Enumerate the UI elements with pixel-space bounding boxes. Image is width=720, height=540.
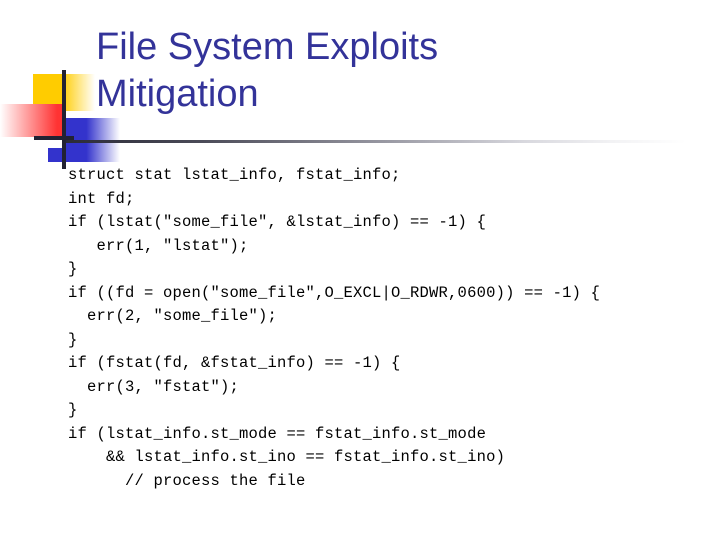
horizontal-crossbar-icon: [34, 136, 74, 140]
title-divider-rule: [66, 140, 686, 143]
blue-square-foot-icon: [48, 148, 74, 162]
code-block: struct stat lstat_info, fstat_info; int …: [68, 166, 601, 490]
red-square-icon: [0, 104, 62, 137]
slide-title: File System Exploits Mitigation: [96, 26, 439, 115]
vertical-crossbar-icon: [62, 70, 66, 169]
